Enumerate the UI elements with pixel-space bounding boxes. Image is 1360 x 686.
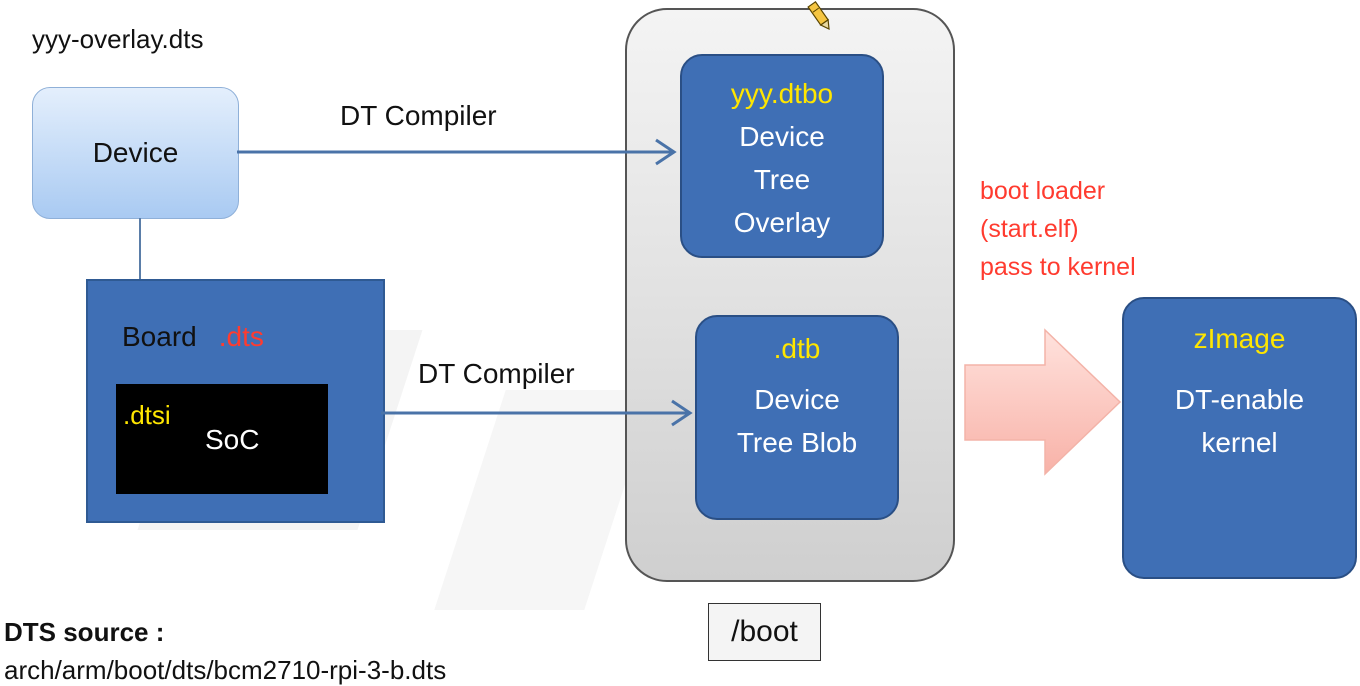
- kernel-line: kernel: [1201, 427, 1278, 458]
- bootloader-line: (start.elf): [980, 215, 1079, 243]
- arrows-layer: [237, 138, 1122, 476]
- boot-partition-label: /boot: [708, 603, 821, 661]
- overlay-file-label: yyy-overlay.dts: [32, 24, 204, 54]
- bootloader-label: boot loader (start.elf) pass to kernel: [980, 172, 1136, 286]
- dtb-box: .dtb Device Tree Blob: [695, 315, 899, 520]
- dts-source-path: arch/arm/boot/dts/bcm2710-rpi-3-b.dts: [4, 655, 447, 685]
- kernel-image-label: zImage: [1193, 323, 1286, 354]
- device-board-connector: [139, 218, 141, 280]
- dtb-line: Tree Blob: [736, 427, 858, 458]
- dtbo-box: yyy.dtbo Device Tree Overlay: [680, 54, 884, 258]
- board-label-text: Board: [122, 321, 197, 352]
- dtbo-ext-label: yyy.dtbo: [730, 78, 834, 109]
- soc-ext-label: .dtsi: [123, 400, 171, 430]
- device-box: Device: [32, 87, 239, 219]
- dtbo-line: Device: [739, 121, 825, 152]
- dtbo-line: Tree: [753, 164, 811, 195]
- soc-label: SoC: [205, 424, 260, 455]
- pen-icon: [807, 1, 830, 31]
- board-label: Board .dts: [122, 321, 264, 353]
- board-box: Board .dts .dtsi SoC: [86, 279, 385, 523]
- dts-source-label: DTS source :: [4, 617, 165, 647]
- bootloader-line: boot loader: [980, 177, 1106, 205]
- kernel-box: zImage DT-enable kernel: [1122, 297, 1357, 579]
- compiler-label-bottom: DT Compiler: [418, 358, 575, 389]
- dtb-ext-label: .dtb: [773, 333, 821, 364]
- soc-box: .dtsi SoC: [116, 384, 328, 494]
- dtb-line: Device: [754, 384, 840, 415]
- kernel-line: DT-enable: [1174, 384, 1305, 415]
- arrow-device-to-dtbo: [237, 138, 677, 166]
- dtbo-line: Overlay: [733, 207, 831, 238]
- big-arrow-icon: [964, 328, 1122, 476]
- arrow-board-to-dtb: [381, 399, 693, 427]
- bootloader-line: pass to kernel: [980, 253, 1136, 281]
- board-ext-label: .dts: [218, 321, 264, 352]
- device-label: Device: [92, 137, 179, 168]
- compiler-label-top: DT Compiler: [340, 100, 497, 131]
